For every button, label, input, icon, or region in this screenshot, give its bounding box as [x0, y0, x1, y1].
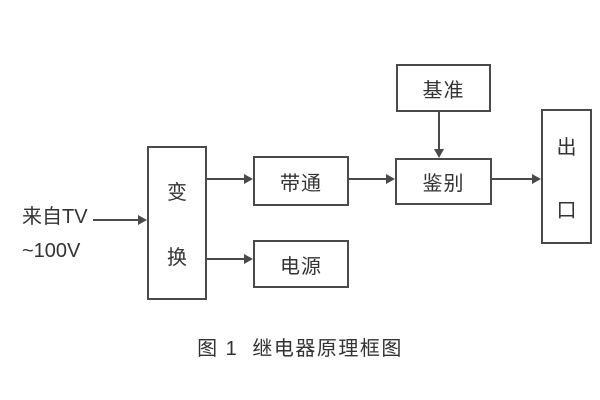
arrowhead-right-icon — [138, 215, 147, 225]
arrow-reference-to-discriminator — [434, 112, 444, 158]
block-discriminator-label: 鉴别 — [422, 173, 465, 195]
block-discriminator: 鉴别 — [395, 158, 492, 205]
block-transform-char-1: 变 — [167, 182, 187, 204]
block-output: 出 口 — [541, 109, 592, 244]
input-source-label-line1: 来自TV — [22, 206, 88, 228]
block-output-char-1: 出 — [556, 136, 577, 159]
arrowhead-right-icon — [532, 174, 541, 184]
arrow-transform-to-bandpass — [207, 174, 253, 184]
block-reference: 基准 — [396, 64, 491, 112]
block-bandpass: 带通 — [253, 156, 349, 206]
arrow-shaft — [438, 112, 440, 149]
arrow-shaft — [492, 178, 532, 180]
arrow-shaft — [207, 258, 244, 260]
arrow-shaft — [93, 219, 138, 221]
block-bandpass-label: 带通 — [280, 172, 322, 195]
arrowhead-down-icon — [434, 149, 444, 158]
arrowhead-right-icon — [386, 174, 395, 184]
arrowhead-right-icon — [244, 174, 253, 184]
block-reference-label: 基准 — [422, 79, 465, 102]
arrow-shaft — [349, 178, 386, 180]
arrow-bandpass-to-discriminator — [349, 174, 395, 184]
figure-caption: 图 1 继电器原理框图 — [197, 338, 403, 360]
input-source-label-line2: ~100V — [22, 240, 81, 262]
block-power-label: 电源 — [280, 255, 322, 278]
block-power: 电源 — [253, 240, 349, 288]
block-transform: 变 换 — [147, 146, 207, 300]
arrow-discriminator-to-output — [492, 174, 541, 184]
arrow-shaft — [207, 178, 244, 180]
block-output-char-2: 口 — [556, 199, 577, 222]
block-transform-char-2: 换 — [167, 247, 187, 269]
arrowhead-right-icon — [244, 254, 253, 264]
arrow-source-to-transform — [93, 215, 147, 225]
arrow-transform-to-power — [207, 254, 253, 264]
